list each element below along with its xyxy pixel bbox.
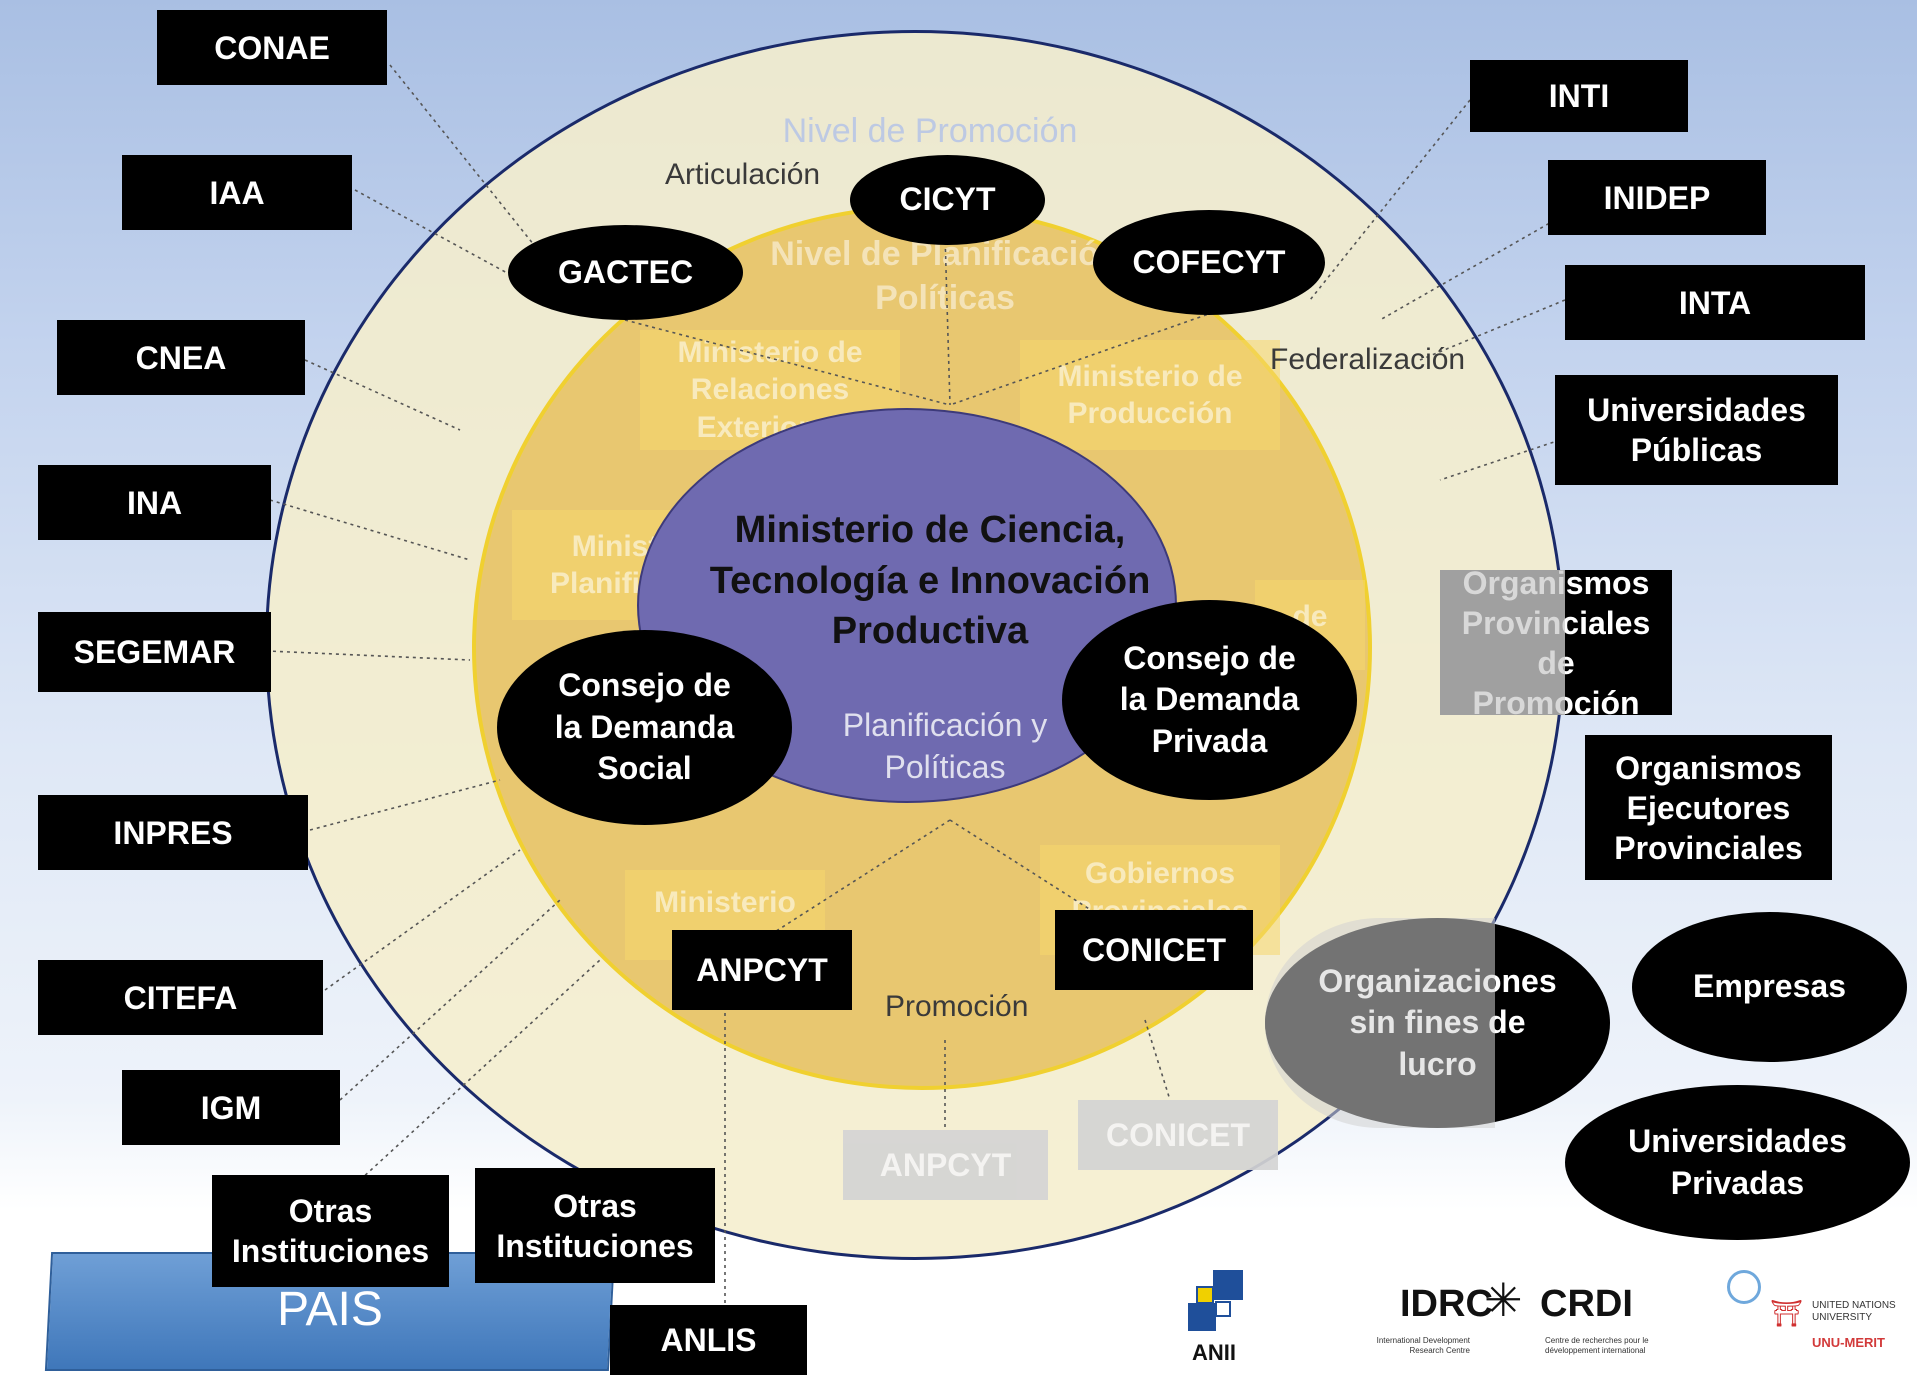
line-igm xyxy=(339,899,561,1101)
line-inta xyxy=(1419,299,1566,361)
conae-box: CONAE xyxy=(157,10,387,85)
conicet-box: CONICET xyxy=(1055,910,1253,990)
citefa-box: CITEFA xyxy=(38,960,323,1035)
otras-instituciones-box-2: Otras Instituciones xyxy=(475,1168,715,1283)
line-ina xyxy=(269,499,471,561)
planificacion-politicas-label: Planificación y Políticas xyxy=(842,707,1048,785)
inta-box: INTA xyxy=(1565,265,1865,340)
consejo-demanda-privada-oval: Consejo de la Demanda Privada xyxy=(1062,600,1357,800)
line-center-anpcyt xyxy=(769,819,951,936)
line-gactec-center xyxy=(624,319,951,406)
idrc-star-icon: ✳ xyxy=(1484,1274,1523,1326)
ministerio-ciencia-title: Ministerio de Ciencia, Tecnología e Inno… xyxy=(709,509,1151,653)
universidades-publicas-box: Universidades Públicas xyxy=(1555,375,1838,485)
line-inti xyxy=(1309,99,1471,301)
empresas-oval: Empresas xyxy=(1632,912,1907,1062)
gactec-oval: GACTEC xyxy=(508,225,743,320)
organismos-provinciales-promocion-box: Organismos Provinciales de Promoción xyxy=(1440,565,1672,721)
inti-box: INTI xyxy=(1470,60,1688,132)
line-cnea xyxy=(304,359,461,431)
organismos-ejecutores-provinciales-box: Organismos Ejecutores Provinciales xyxy=(1585,735,1832,880)
ina-box: INA xyxy=(38,465,271,540)
federalizacion-label: Federalización xyxy=(1270,343,1466,376)
igm-box: IGM xyxy=(122,1070,340,1145)
inidep-box: INIDEP xyxy=(1548,160,1766,235)
articulacion-label: Articulación xyxy=(665,158,821,191)
anii-logo-square-1 xyxy=(1213,1270,1243,1300)
un-emblem-icon xyxy=(1727,1270,1761,1304)
line-segemar xyxy=(244,649,471,661)
inpres-box: INPRES xyxy=(38,795,308,870)
unu-logo-icon: ⛩ xyxy=(1770,1298,1804,1328)
consejo-demanda-social-oval: Consejo de la Demanda Social xyxy=(497,630,792,825)
unu-merit-text: UNU-MERIT xyxy=(1812,1335,1885,1350)
anii-logo: ANII xyxy=(1188,1268,1248,1368)
line-inidep xyxy=(1379,219,1556,321)
ghost-ministerio-relaciones-exteriores: Ministerio de Relaciones Exteriores xyxy=(640,330,900,450)
ghost-ministerio-produccion: Ministerio de Producción xyxy=(1020,340,1280,450)
line-otras xyxy=(359,959,601,1181)
line-univ-publicas xyxy=(1439,439,1561,481)
otras-instituciones-box-1: Otras Instituciones xyxy=(212,1175,449,1287)
pais-label: PAIS xyxy=(277,1283,383,1336)
un-university-text: UNITED NATIONS UNIVERSITY xyxy=(1812,1300,1896,1323)
line-inpres xyxy=(309,779,501,831)
universidades-privadas-oval: Universidades Privadas xyxy=(1565,1085,1910,1240)
level-promocion-label: Nivel de Promoción xyxy=(782,112,1078,150)
line-cofecyt-center xyxy=(949,309,1221,406)
anlis-box: ANLIS xyxy=(610,1305,807,1375)
anpcyt-gray-box: ANPCYT xyxy=(843,1130,1048,1200)
anii-logo-square-3 xyxy=(1188,1303,1216,1331)
crdi-logo-text: CRDI xyxy=(1540,1283,1633,1325)
cnea-box: CNEA xyxy=(57,320,305,395)
line-citefa xyxy=(324,849,521,991)
idrc-subtitle: International Development Research Centr… xyxy=(1376,1336,1470,1355)
cicyt-oval: CICYT xyxy=(850,155,1045,245)
promocion-label: Promoción xyxy=(885,990,1029,1023)
segemar-box: SEGEMAR xyxy=(38,612,271,692)
anii-logo-text: ANII xyxy=(1192,1340,1236,1365)
anii-logo-square-2 xyxy=(1196,1286,1214,1304)
line-cicyt-center xyxy=(944,234,951,406)
line-conae xyxy=(389,64,551,266)
crdi-subtitle: Centre de recherches pour le développeme… xyxy=(1545,1336,1649,1355)
iaa-box: IAA xyxy=(122,155,352,230)
idrc-logo-text: IDRC xyxy=(1400,1283,1493,1325)
line-iaa xyxy=(354,189,521,281)
conicet-gray-box: CONICET xyxy=(1078,1100,1278,1170)
anii-logo-square-4 xyxy=(1215,1301,1231,1317)
cofecyt-oval: COFECYT xyxy=(1093,210,1325,315)
anpcyt-box: ANPCYT xyxy=(672,930,852,1010)
line-gray-conicet xyxy=(1144,1019,1171,1101)
organizaciones-sin-fines-oval: Organizaciones sin fines de lucro xyxy=(1265,918,1610,1128)
